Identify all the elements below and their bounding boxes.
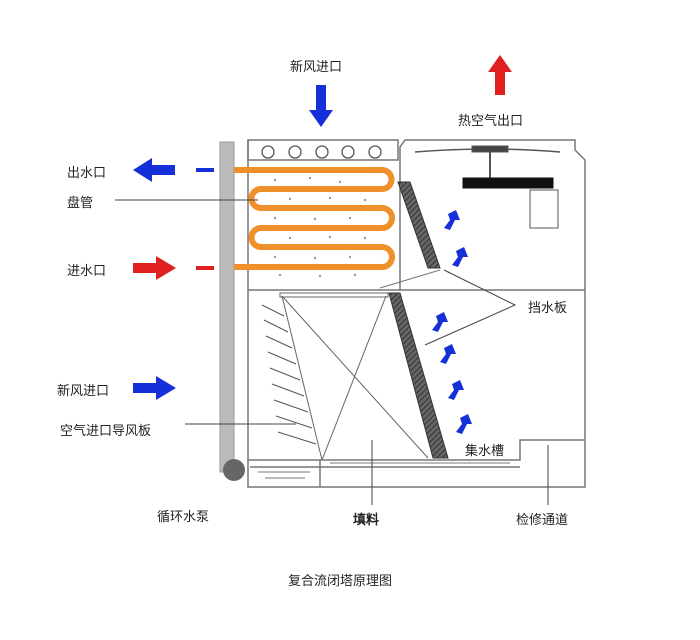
label-water-inlet: 进水口 [67, 264, 107, 279]
coil-pipe [234, 167, 395, 270]
lower-drift-eliminator [388, 292, 449, 459]
diagram-caption: 复合流闭塔原理图 [288, 574, 393, 589]
leader-lines [115, 199, 549, 505]
water-droplets [273, 176, 367, 278]
label-water-outlet: 出水口 [67, 166, 107, 181]
recirculation-pipe [219, 141, 245, 481]
outlet-stub [196, 168, 214, 172]
label-pump: 循环水泵 [157, 510, 210, 525]
water-inlet-arrow [133, 256, 176, 280]
label-coil: 盘管 [67, 196, 94, 211]
label-collection-basin: 集水槽 [465, 444, 505, 459]
fresh-air-top-arrow [309, 85, 333, 127]
label-fill: 填料 [353, 513, 380, 528]
spray-nozzles [261, 145, 382, 159]
fresh-air-side-arrow [133, 376, 176, 400]
fan [414, 145, 561, 229]
hot-air-arrow [488, 55, 512, 95]
water-outlet-arrow [133, 158, 175, 182]
upper-drift-eliminator [397, 181, 441, 269]
label-fresh-air-side: 新风进口 [57, 384, 110, 399]
fill-media [279, 292, 429, 461]
label-access-door: 检修通道 [516, 513, 569, 528]
label-eliminator: 挡水板 [528, 301, 568, 316]
air-flow-arrows [432, 210, 472, 434]
label-hot-air-outlet: 热空气出口 [458, 114, 524, 129]
inlet-louvers [261, 304, 317, 445]
tower-casing [247, 139, 586, 488]
label-inlet-louver: 空气进口导风板 [60, 424, 152, 439]
inlet-stub [196, 266, 214, 270]
label-fresh-air-top: 新风进口 [290, 60, 343, 75]
basin-water [258, 462, 510, 479]
